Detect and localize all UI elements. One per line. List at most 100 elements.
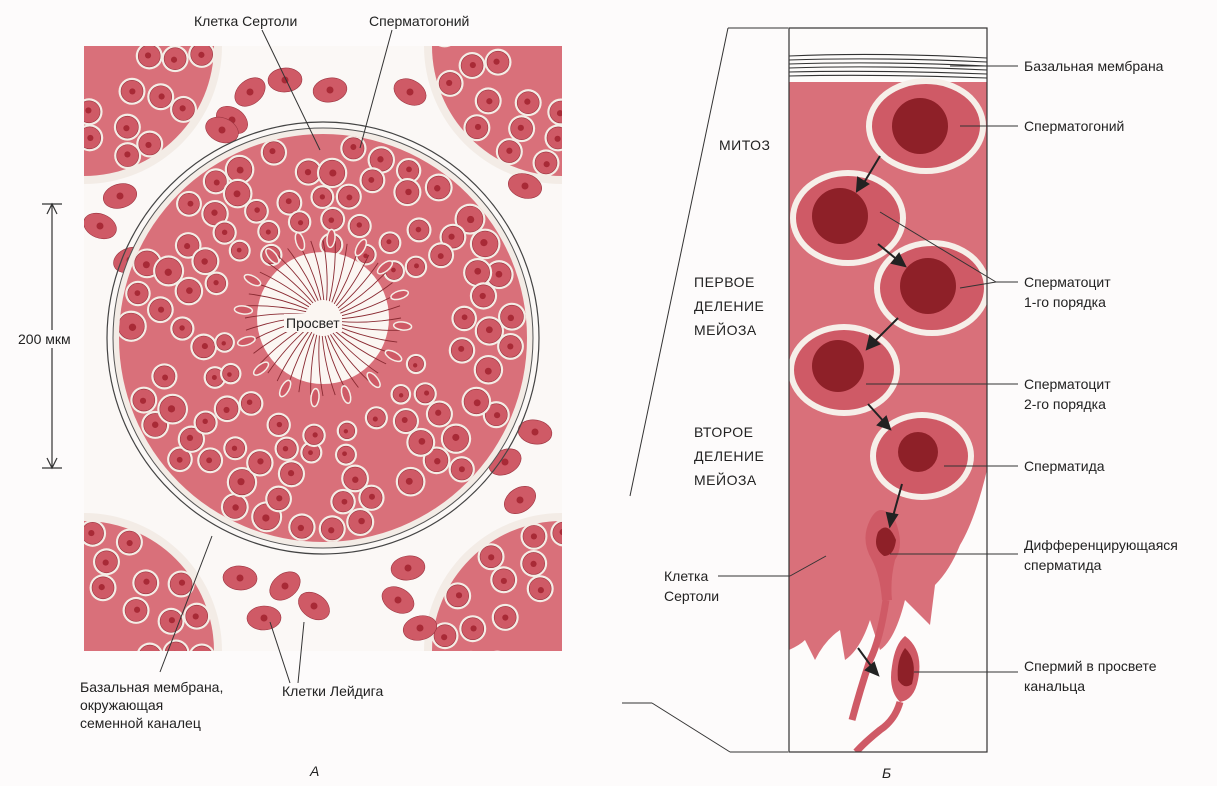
germ-cell (428, 242, 454, 268)
germ-cell (663, 607, 690, 634)
leydig-label: Клетки Лейдига (282, 682, 383, 700)
germ-cell (490, 566, 517, 593)
germ-cell (615, 130, 642, 157)
basal-membrane-line-3: семенной каналец (80, 714, 223, 732)
spermatocyte2-line-1: Сперматоцит (1024, 374, 1111, 394)
germ-cell (95, 753, 122, 780)
germ-cell (634, 556, 661, 583)
sertoli-b-line-1: Клетка (664, 566, 719, 586)
germ-cell (463, 114, 490, 141)
meiosis2-line-3: МЕЙОЗА (694, 468, 764, 492)
germ-cell (463, 258, 492, 287)
germ-cell (337, 421, 358, 442)
germ-cell (220, 363, 241, 384)
germ-cell (336, 184, 362, 210)
germ-cell (330, 489, 356, 515)
meiosis1-stage-label: ПЕРВОЕ ДЕЛЕНИЕ МЕЙОЗА (694, 270, 764, 342)
germ-cell (634, 0, 661, 24)
germ-cell (136, 643, 163, 670)
germ-cell (579, 147, 606, 174)
germ-cell (550, 520, 577, 547)
germ-cell (592, 82, 619, 109)
germ-cell (484, 651, 511, 678)
germ-cell (0, 107, 6, 134)
germ-cell (267, 413, 291, 437)
germ-cell (365, 406, 388, 429)
meiosis1-line-2: ДЕЛЕНИЕ (694, 294, 764, 318)
germ-cell (151, 363, 177, 389)
diff-spermatid-line-1: Дифференцирующаяся (1024, 535, 1178, 555)
basal-membrane-label-a: Базальная мембрана, окружающая семенной … (80, 678, 223, 732)
germ-cell (341, 465, 369, 493)
germ-cell (396, 467, 426, 497)
spermatid-label: Сперматида (1024, 457, 1105, 475)
sperm-lumen-label: Спермий в просвете канальца (1024, 656, 1157, 696)
spermatocyte2-line-2: 2-го порядка (1024, 394, 1111, 414)
panel-b-section (788, 28, 990, 752)
germ-cell (393, 408, 419, 434)
basal-membrane-label-b: Базальная мембрана (1024, 57, 1163, 75)
germ-cell (527, 575, 554, 602)
germ-cell (229, 240, 251, 262)
germ-cell (457, 651, 484, 678)
basal-membrane-line-1: Базальная мембрана, (80, 678, 223, 696)
germ-cell (600, 596, 627, 623)
germ-cell (36, 118, 63, 145)
germ-cell (612, 571, 639, 598)
germ-cell (223, 436, 247, 460)
germ-cell (302, 424, 326, 448)
germ-cell (640, 46, 667, 73)
germ-cell (69, 729, 96, 756)
corner-tubule-br (424, 513, 700, 786)
germ-cell (595, 529, 622, 556)
germ-cell (175, 277, 204, 306)
germ-cell (505, 687, 532, 714)
germ-cell (0, 697, 27, 724)
germ-cell (33, 692, 60, 719)
germ-cell (265, 486, 292, 513)
germ-cell (614, 638, 641, 665)
germ-cell (574, 549, 601, 576)
germ-cell (508, 115, 535, 142)
sperm-lumen-line-1: Спермий в просвете (1024, 656, 1157, 676)
germ-cell (475, 87, 502, 114)
germ-cell (520, 550, 547, 577)
germ-cell (414, 382, 437, 405)
germ-cell (132, 569, 159, 596)
meiosis1-line-3: МЕЙОЗА (694, 318, 764, 342)
germ-cell (515, 89, 542, 116)
germ-cell (405, 256, 428, 279)
germ-cell (319, 515, 346, 542)
germ-cell (147, 83, 174, 110)
germ-cell (275, 437, 299, 461)
panel-a-section (0, 0, 700, 786)
sertoli-b-line-2: Сертоли (664, 586, 719, 606)
basal-membrane-line-2: окружающая (80, 696, 223, 714)
germ-cell (359, 167, 385, 193)
germ-cell (42, 550, 69, 577)
germ-cell (391, 384, 412, 405)
germ-cell (162, 639, 189, 666)
germ-cell (310, 185, 334, 209)
germ-cell (478, 543, 505, 570)
spermatocyte2-cell (794, 330, 894, 410)
germ-cell (197, 447, 223, 473)
germ-cell (492, 604, 519, 631)
germ-cell (190, 333, 217, 360)
germ-cell (406, 354, 426, 374)
germ-cell (68, 755, 95, 782)
germ-cell (434, 664, 461, 691)
germ-cell (630, 723, 657, 750)
germ-cell (116, 529, 143, 556)
germ-cell (76, 124, 103, 151)
sertoli-label-b: Клетка Сертоли (664, 566, 719, 606)
spermatogonium-label-b: Сперматогоний (1024, 117, 1124, 135)
diff-spermatid-label: Дифференцирующаяся сперматида (1024, 535, 1178, 575)
germ-cell (474, 355, 503, 384)
germ-cell (459, 52, 486, 79)
germ-cell (544, 755, 571, 782)
germ-cell (621, 89, 648, 116)
germ-cell (288, 513, 315, 540)
scale-label: 200 мкм (18, 330, 71, 348)
germ-cell (205, 272, 229, 296)
